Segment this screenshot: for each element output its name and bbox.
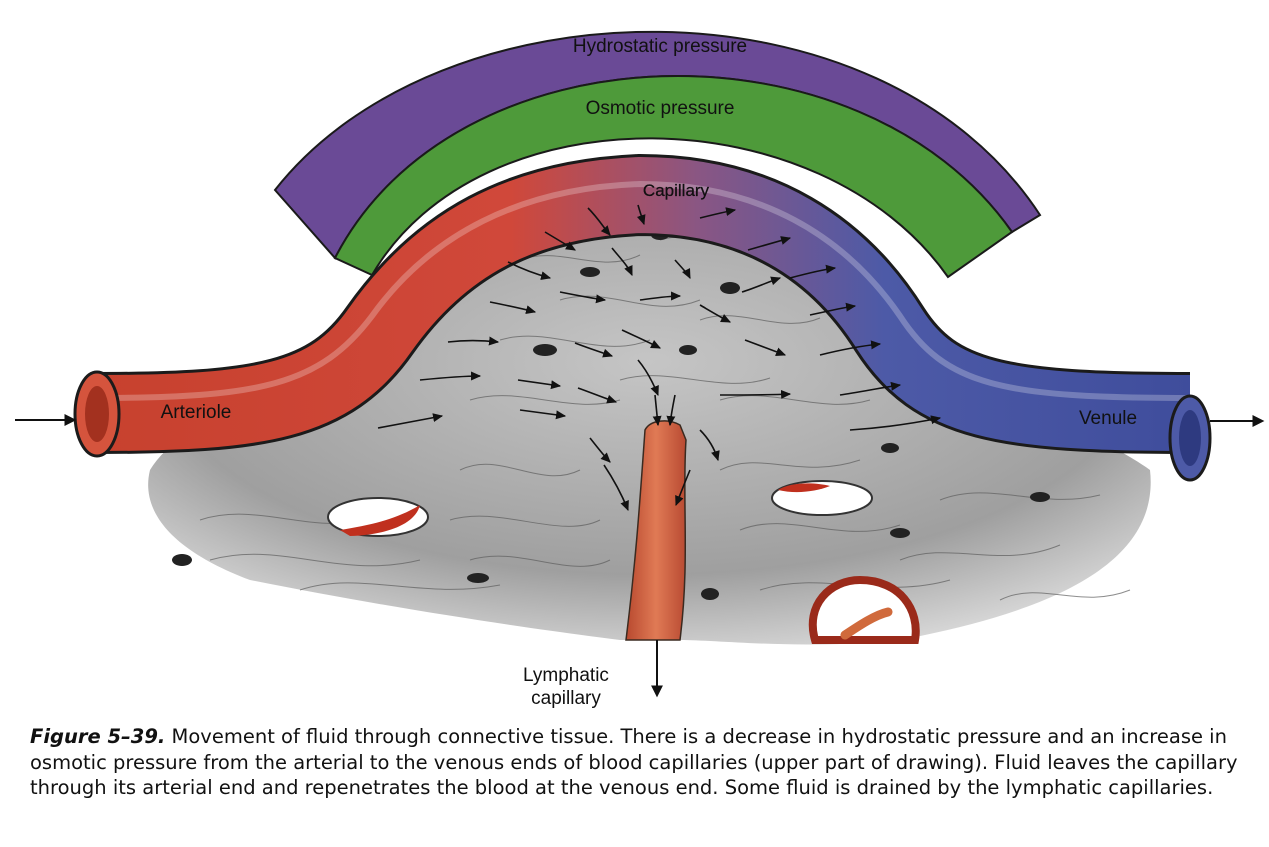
- figure-number: Figure 5–39.: [30, 725, 165, 748]
- hydrostatic-pressure-label: Hydrostatic pressure: [573, 36, 747, 57]
- tissue-vessel-left: [328, 498, 428, 536]
- connective-tissue-diagram: Hydrostatic pressure Osmotic pressure Ca…: [0, 0, 1269, 720]
- tissue-vessel-right: [772, 481, 872, 515]
- lymphatic-label-line1: Lymphatic: [523, 665, 609, 686]
- osmotic-pressure-label: Osmotic pressure: [586, 98, 735, 119]
- lymphatic-label-line2: capillary: [531, 688, 601, 709]
- arteriole-label: Arteriole: [161, 402, 232, 423]
- figure-caption: Figure 5–39. Movement of fluid through c…: [30, 724, 1262, 801]
- caption-text: Movement of fluid through connective tis…: [30, 725, 1238, 799]
- venule-label: Venule: [1079, 408, 1137, 429]
- capillary-label: Capillary: [643, 181, 710, 200]
